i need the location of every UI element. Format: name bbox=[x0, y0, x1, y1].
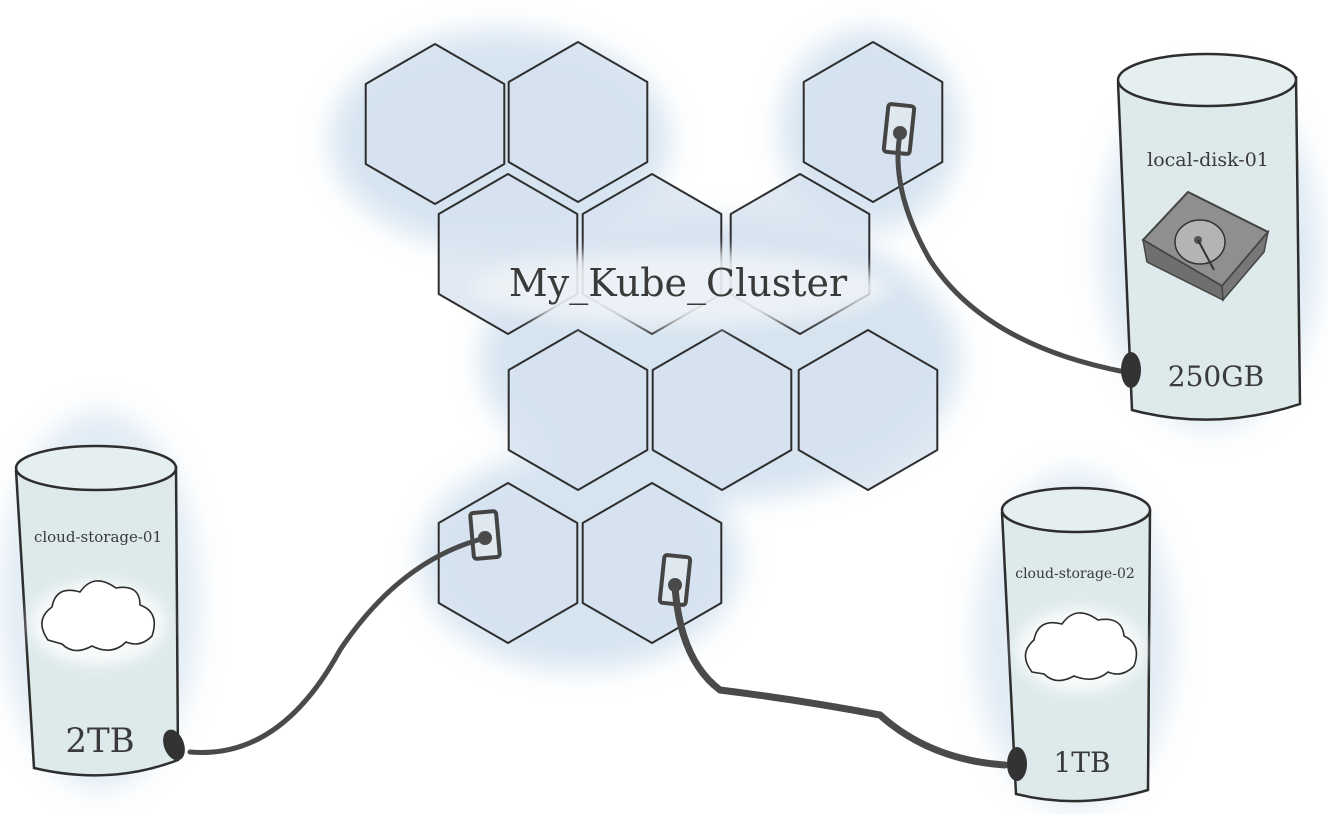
volume-label: cloud-storage-01 bbox=[34, 528, 162, 546]
cable-cloud-storage-02 bbox=[657, 553, 1027, 781]
volume-capacity: 2TB bbox=[65, 721, 134, 761]
cluster-node bbox=[797, 329, 939, 491]
volume-label: local-disk-01 bbox=[1147, 149, 1269, 171]
cluster-node bbox=[507, 41, 649, 203]
volume-cloud-storage-01: cloud-storage-01 2TB bbox=[0, 410, 200, 790]
cluster-label: My_Kube_Cluster bbox=[470, 250, 890, 326]
cloud-icon bbox=[1016, 608, 1144, 692]
cluster-node bbox=[802, 41, 944, 203]
cloud-icon bbox=[30, 580, 166, 665]
volume-capacity: 250GB bbox=[1168, 360, 1264, 393]
plug-icon bbox=[163, 729, 185, 761]
cable-local-disk bbox=[881, 102, 1141, 388]
plug-icon bbox=[1121, 352, 1141, 388]
cluster-node bbox=[651, 329, 793, 491]
plug-icon bbox=[1007, 747, 1027, 781]
volume-local-disk: local-disk-01 250GB bbox=[1100, 52, 1320, 430]
volume-cloud-storage-02: cloud-storage-02 1TB bbox=[975, 470, 1175, 810]
cable-cloud-storage-01 bbox=[163, 509, 502, 761]
cluster-node bbox=[364, 43, 506, 205]
volume-label: cloud-storage-02 bbox=[1015, 566, 1135, 582]
cluster-node bbox=[507, 329, 649, 491]
hard-drive-icon bbox=[1141, 190, 1270, 302]
cluster-name: My_Kube_Cluster bbox=[509, 261, 848, 306]
volume-capacity: 1TB bbox=[1053, 746, 1110, 779]
